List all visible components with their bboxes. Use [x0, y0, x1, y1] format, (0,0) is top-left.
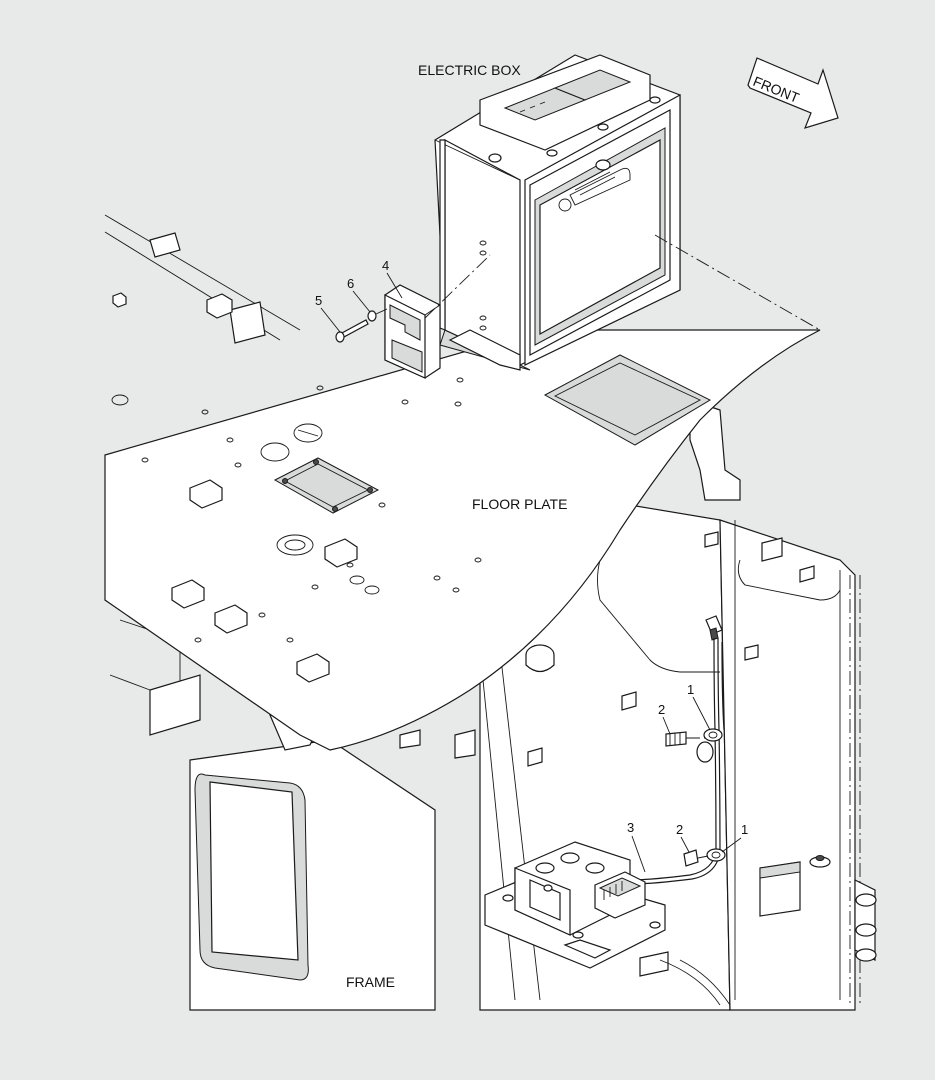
callout-1-upper: 1 — [687, 682, 694, 697]
clamp-upper — [703, 728, 723, 742]
clamp-lower — [706, 848, 726, 862]
harness-connector — [705, 615, 723, 635]
callout-4: 4 — [382, 258, 389, 273]
callout-3: 3 — [627, 820, 634, 835]
screw-lower — [683, 849, 699, 867]
relay-block — [484, 841, 666, 969]
callout-5: 5 — [315, 293, 322, 308]
floor-plate-label: FLOOR PLATE — [472, 496, 567, 512]
callout-2-upper: 2 — [658, 702, 665, 717]
front-arrow-icon: FRONT — [747, 57, 839, 129]
callout-2-lower: 2 — [676, 822, 683, 837]
washer — [367, 310, 377, 322]
wire-harness — [621, 615, 726, 893]
electric-box-label: ELECTRIC BOX — [418, 62, 521, 78]
access-cover — [273, 457, 380, 514]
screw-upper — [665, 731, 687, 747]
callout-6: 6 — [347, 276, 354, 291]
frame-label: FRAME — [346, 974, 395, 990]
floor-plate-holes — [111, 377, 482, 643]
callouts: 4 6 5 1 2 1 2 3 — [315, 258, 748, 873]
electric-box — [434, 54, 821, 371]
bracket-assembly — [335, 254, 491, 379]
mounting-pad — [543, 354, 712, 446]
callout-1-lower: 1 — [741, 822, 748, 837]
